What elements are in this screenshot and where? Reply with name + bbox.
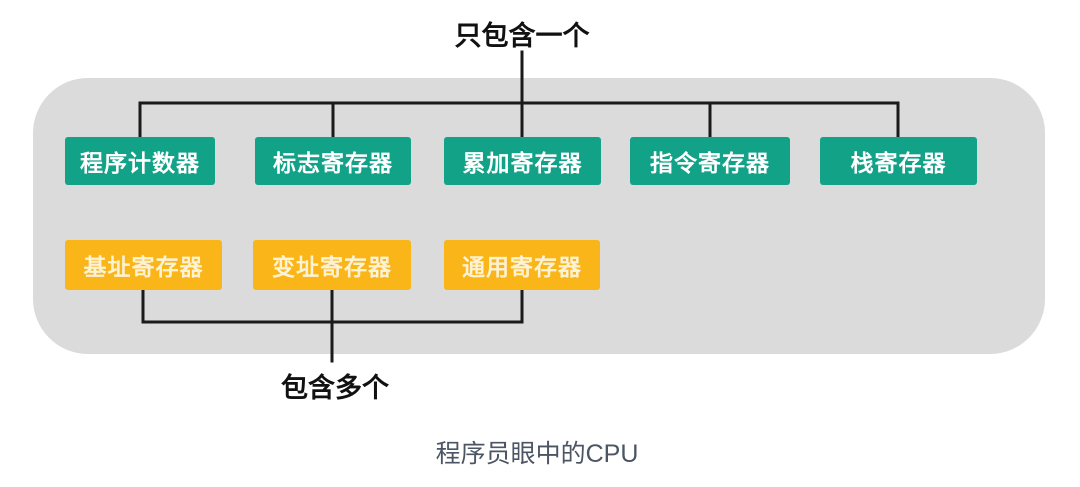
register-box-instruction: 指令寄存器	[630, 137, 790, 185]
register-box-stack: 栈寄存器	[820, 137, 977, 185]
register-box-program-counter: 程序计数器	[65, 137, 215, 185]
top-label: 只包含一个	[454, 21, 590, 51]
register-box-general: 通用寄存器	[444, 240, 600, 290]
diagram-caption: 程序员眼中的CPU	[435, 440, 639, 468]
cpu-panel	[33, 78, 1045, 354]
register-box-accumulator: 累加寄存器	[444, 137, 601, 185]
register-box-base: 基址寄存器	[65, 240, 222, 290]
bottom-label: 包含多个	[281, 373, 389, 403]
register-box-index: 变址寄存器	[253, 240, 411, 290]
register-box-flag: 标志寄存器	[255, 137, 411, 185]
